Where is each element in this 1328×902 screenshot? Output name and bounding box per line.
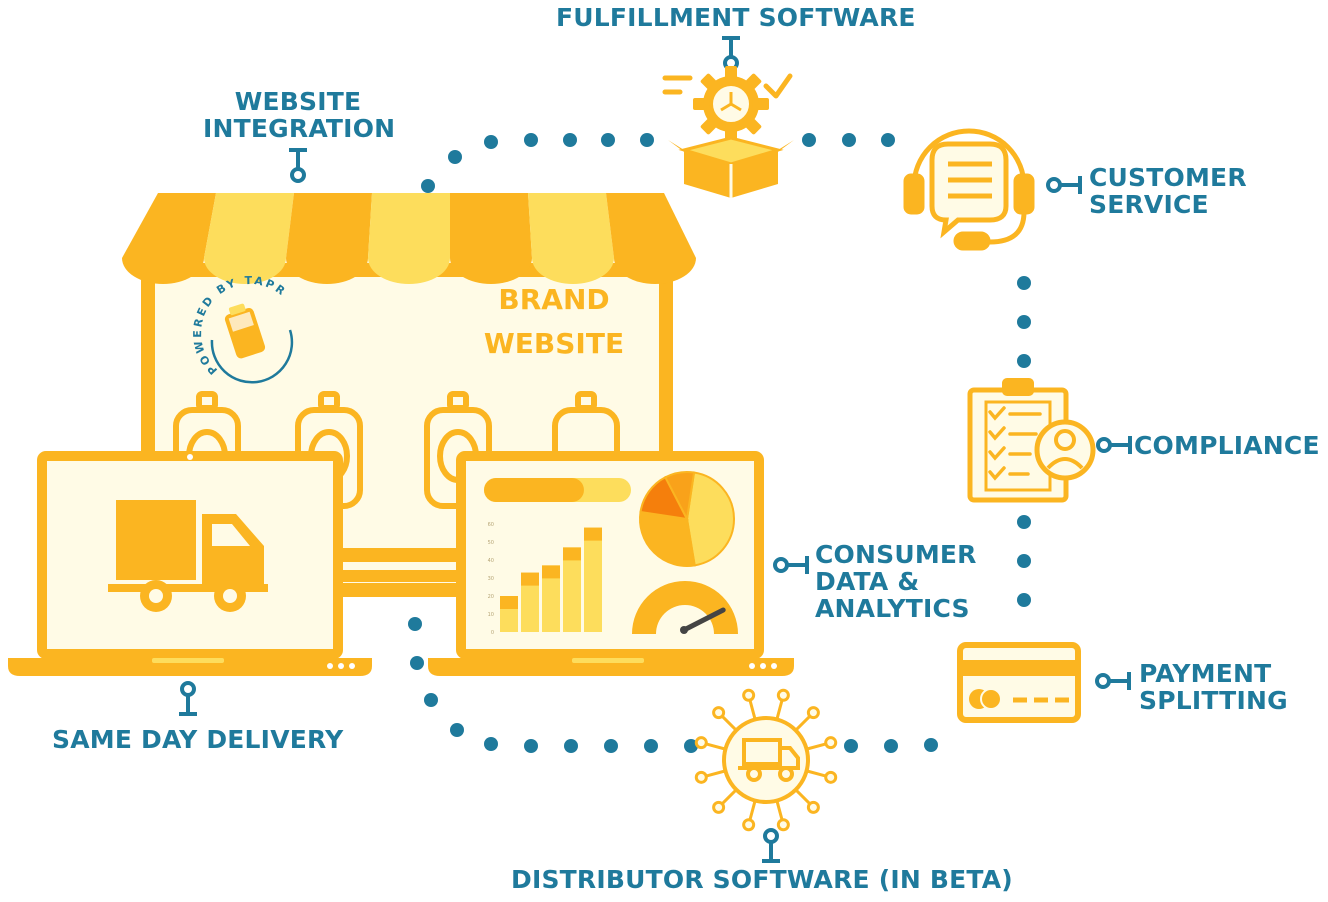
y-tick-label: 20 <box>488 594 494 600</box>
path-dot <box>1017 593 1031 607</box>
path-dot <box>844 739 858 753</box>
clipboard-user-icon <box>967 378 1096 503</box>
bar-cap <box>521 572 539 586</box>
label-consumer-line1: CONSUMER <box>815 540 977 569</box>
pie-slice <box>639 510 696 567</box>
bar-chart: 0 10 20 30 40 50 60 <box>488 522 602 636</box>
label-customer-service-line2: SERVICE <box>1089 190 1209 219</box>
path-dot <box>410 656 424 670</box>
path-dot <box>524 133 538 147</box>
path-dot <box>1017 276 1031 290</box>
connector-markers <box>179 36 1132 863</box>
bar-cap <box>542 565 560 579</box>
progress-fill <box>484 478 584 502</box>
path-dot <box>881 133 895 147</box>
path-dot <box>802 133 816 147</box>
bar <box>521 572 539 632</box>
label-distributor-software: DISTRIBUTOR SOFTWARE (IN BETA) <box>511 865 1013 894</box>
gauge-chart <box>632 581 738 634</box>
label-customer-service-line1: CUSTOMER <box>1089 163 1247 192</box>
y-tick-label: 50 <box>488 540 494 546</box>
path-dot <box>524 739 538 753</box>
bar <box>542 565 560 632</box>
path-dot <box>448 150 462 164</box>
path-dot <box>484 135 498 149</box>
path-dot <box>1017 554 1031 568</box>
pie-chart <box>639 471 735 567</box>
label-website-integration: WEBSITE INTEGRATION <box>203 87 396 143</box>
y-tick-label: 0 <box>491 630 494 636</box>
label-customer-service: CUSTOMER SERVICE <box>1089 164 1247 218</box>
path-dot <box>842 133 856 147</box>
awning <box>122 193 696 284</box>
can-logo-icon <box>224 303 266 359</box>
path-dot <box>564 739 578 753</box>
network-truck-icon <box>694 688 838 832</box>
brand-website-title: BRAND WEBSITE <box>470 278 638 366</box>
label-website-integration-line1: WEBSITE <box>234 87 362 116</box>
label-compliance: COMPLIANCE <box>1134 431 1320 460</box>
label-consumer-data-analytics: CONSUMER DATA & ANALYTICS <box>815 541 977 622</box>
path-dot <box>421 179 435 193</box>
path-dot <box>1017 515 1031 529</box>
label-payment-line1: PAYMENT <box>1139 659 1272 688</box>
delivery-laptop <box>8 451 372 676</box>
pie-slice <box>664 471 696 523</box>
path-dot <box>884 739 898 753</box>
headset-icon <box>903 128 1035 251</box>
path-dot <box>640 133 654 147</box>
path-dot <box>1017 315 1031 329</box>
path-dot <box>604 739 618 753</box>
path-dot <box>1017 354 1031 368</box>
dotted-connection-path <box>408 133 1031 753</box>
path-dot <box>601 133 615 147</box>
progress-bar <box>484 478 631 502</box>
label-website-integration-line2: INTEGRATION <box>203 114 396 143</box>
y-tick-label: 60 <box>488 522 494 528</box>
pie-slice <box>685 471 735 567</box>
bar <box>563 547 581 632</box>
path-dot <box>450 723 464 737</box>
gear-box-icon <box>662 66 794 198</box>
path-dot <box>484 737 498 751</box>
brand-line1: BRAND <box>498 283 610 316</box>
bar-cap <box>500 596 518 609</box>
label-payment-splitting: PAYMENT SPLITTING <box>1139 660 1288 714</box>
path-dot <box>563 133 577 147</box>
label-same-day-delivery: SAME DAY DELIVERY <box>52 725 344 754</box>
y-tick-label: 40 <box>488 558 494 564</box>
bar-cap <box>584 527 602 541</box>
path-dot <box>644 739 658 753</box>
label-consumer-line3: ANALYTICS <box>815 594 970 623</box>
label-payment-line2: SPLITTING <box>1139 686 1288 715</box>
path-dot <box>924 738 938 752</box>
credit-card-icon <box>957 642 1081 723</box>
truck-icon <box>108 500 268 612</box>
bar-cap <box>563 547 581 561</box>
path-dot <box>424 693 438 707</box>
label-consumer-line2: DATA & <box>815 567 920 596</box>
label-fulfillment-software: FULFILLMENT SOFTWARE <box>556 3 916 32</box>
y-tick-label: 10 <box>488 612 494 618</box>
path-dot <box>408 617 422 631</box>
path-dot <box>684 739 698 753</box>
y-tick-label: 30 <box>488 576 494 582</box>
gauge-needle <box>681 607 726 633</box>
analytics-laptop: 0 10 20 30 40 50 60 <box>428 451 794 676</box>
brand-line2: WEBSITE <box>483 327 625 360</box>
bar <box>584 527 602 632</box>
